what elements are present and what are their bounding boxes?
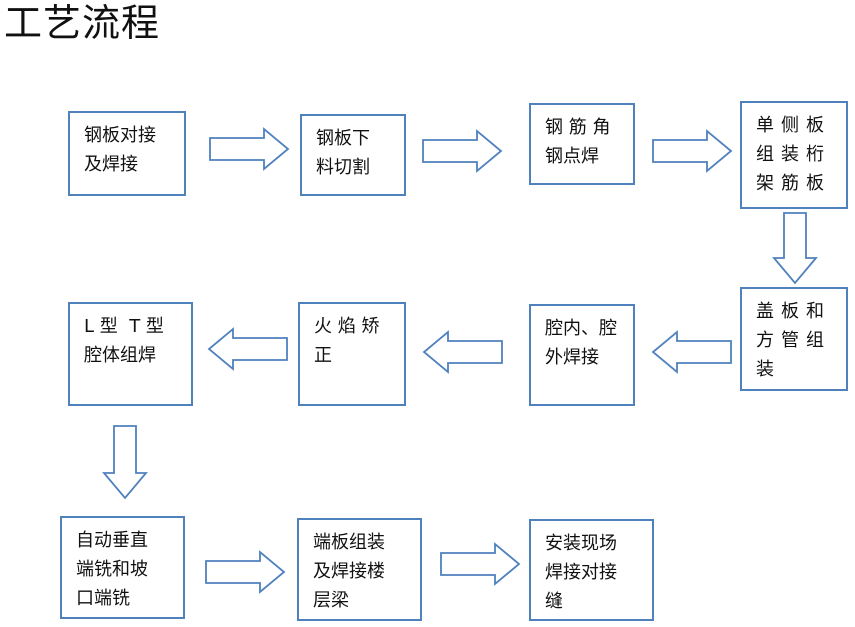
step-line: 安装现场 <box>545 533 617 554</box>
step-line: 端板组装 <box>313 532 385 553</box>
step-line: 钢 筋 角 <box>545 117 611 138</box>
arrow-right-icon <box>422 129 503 173</box>
step-line: 钢板对接 <box>84 125 156 146</box>
step-line: 盖板和 <box>756 301 831 322</box>
step-site-installation: 安装现场 焊接对接 缝 <box>529 519 654 621</box>
step-line: 单侧板 <box>756 115 831 136</box>
arrow-left-icon <box>651 330 732 374</box>
arrow-right-icon <box>652 129 733 173</box>
step-cover-plate-tube-assembly: 盖板和 方管组 装 <box>740 287 848 391</box>
step-line: 组装桁 <box>756 144 831 165</box>
step-cavity-welding: 腔内、腔 外焊接 <box>529 304 635 406</box>
step-line: 料切割 <box>316 157 370 178</box>
step-end-plate-assembly: 端板组装 及焊接楼 层梁 <box>297 518 422 621</box>
arrow-right-icon <box>440 542 521 586</box>
step-line: 层梁 <box>313 590 349 611</box>
step-line: 正 <box>314 345 332 366</box>
arrow-right-icon <box>209 127 290 171</box>
step-line: 腔内、腔 <box>545 318 617 339</box>
step-line: 腔体组焊 <box>84 345 156 366</box>
step-line: 钢板下 <box>316 128 370 149</box>
arrow-right-icon <box>205 550 286 594</box>
step-line: 钢点焊 <box>545 146 599 167</box>
arrow-down-icon <box>772 212 818 285</box>
step-line: 口端铣 <box>76 588 130 609</box>
step-line: 缝 <box>545 591 563 612</box>
step-line: 装 <box>756 359 781 380</box>
step-line: 端铣和坡 <box>76 559 148 580</box>
step-line: 自动垂直 <box>76 530 148 551</box>
step-rebar-angle-spot-weld: 钢 筋 角 钢点焊 <box>529 103 635 185</box>
step-line: 及焊接楼 <box>313 561 385 582</box>
step-line: 火 焰 矫 <box>314 316 380 337</box>
step-line: 方管组 <box>756 330 831 351</box>
step-line: 架筋板 <box>756 173 831 194</box>
step-line: 焊接对接 <box>545 562 617 583</box>
diagram-title: 工艺流程 <box>4 1 161 45</box>
arrow-left-icon <box>422 330 503 374</box>
arrow-left-icon <box>207 327 288 371</box>
step-flame-straightening: 火 焰 矫 正 <box>298 302 406 406</box>
step-end-milling: 自动垂直 端铣和坡 口端铣 <box>60 516 185 619</box>
step-steel-plate-butt-welding: 钢板对接 及焊接 <box>68 111 186 196</box>
step-line: 及焊接 <box>84 154 138 175</box>
step-side-plate-truss-assembly: 单侧板 组装桁 架筋板 <box>740 101 848 209</box>
step-plate-cutting: 钢板下 料切割 <box>300 114 406 196</box>
arrow-down-icon <box>102 425 148 500</box>
step-line: 外焊接 <box>545 347 599 368</box>
step-l-t-cavity-weld: L 型 T 型 腔体组焊 <box>68 302 193 406</box>
step-line: L 型 T 型 <box>84 316 164 337</box>
